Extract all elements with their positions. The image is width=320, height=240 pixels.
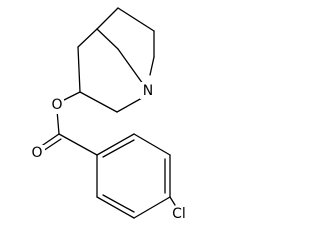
bond-carbonyl-double-1: [39, 133, 60, 148]
quinuclidine-ring: [77, 7, 155, 113]
carbonyl-oxygen-label: O: [31, 145, 42, 161]
bond-c3-to-c2: [79, 91, 118, 113]
bond-c3-to-ester-oxygen: [61, 91, 81, 102]
bond-bridgehead-c-to-c-mid: [96, 28, 119, 50]
bond-c-upper-right-to-nitrogen: [149, 56, 155, 76]
atom-labels: N O O Cl: [30, 82, 190, 223]
bond-c-mid-to-nitrogen: [117, 48, 144, 85]
bond-c-top-to-c-right: [117, 7, 155, 32]
bond-carbonyl-c-to-ring: [58, 133, 98, 156]
ring-bond-2: [133, 133, 171, 156]
ester-oxygen-label: O: [51, 97, 62, 113]
ring-bond-5: [96, 196, 135, 219]
bond-c-left-to-c3: [77, 46, 81, 93]
nitrogen-label: N: [143, 83, 153, 99]
chlorophenyl-ring: [96, 133, 176, 219]
ring-bond-1-inner: [102, 139, 135, 158]
bond-c2-to-nitrogen: [116, 97, 143, 113]
bond-bridgehead-c-to-c-top: [96, 7, 119, 30]
bond-ring-to-chlorine: [169, 196, 176, 206]
ring-bond-4: [133, 196, 171, 219]
bond-bridgehead-c-to-c-left: [77, 28, 98, 48]
ring-bond-1: [96, 133, 135, 156]
molecule-structure: N O O Cl: [30, 7, 190, 223]
ester-group: [39, 91, 98, 156]
bond-carbonyl-double-2: [42, 138, 62, 152]
ring-bond-5-inner: [102, 194, 135, 213]
chlorine-label: Cl: [172, 206, 186, 222]
